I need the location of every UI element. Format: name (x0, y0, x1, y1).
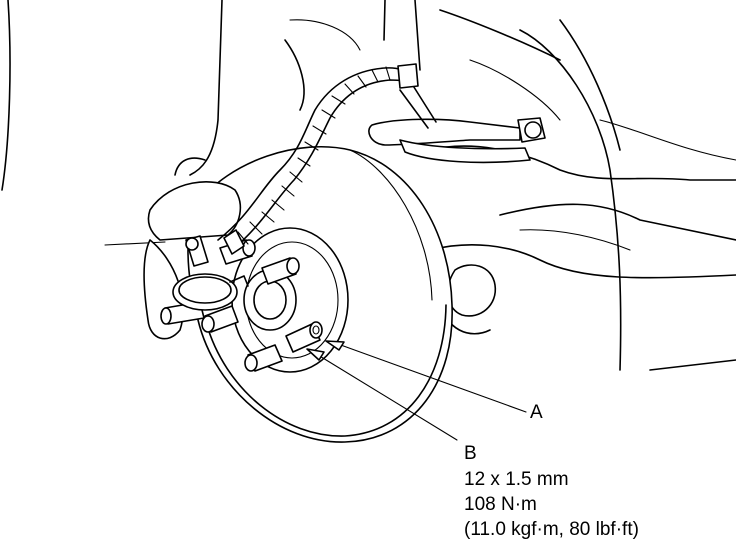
callout-b-size: 12 x 1.5 mm (464, 469, 569, 490)
stud-top (261, 257, 300, 285)
stud-right (285, 321, 323, 353)
leader-b (317, 354, 458, 441)
dial-indicator (160, 235, 249, 325)
callout-b-torque: 108 N·m (464, 494, 537, 515)
callout-b-letter: B (464, 443, 477, 464)
leader-a (337, 343, 527, 413)
callout-b-torque-alt: (11.0 kgf·m, 80 lbf·ft) (464, 519, 639, 540)
leader-b-arrowhead (306, 348, 325, 361)
callout-a-letter: A (530, 402, 543, 423)
suspension-background (1, 0, 736, 371)
leader-a-arrowhead (325, 340, 345, 351)
stud-left (201, 305, 239, 333)
locking-pliers (368, 83, 546, 164)
stud-bottom (244, 344, 283, 372)
leader-lines (306, 340, 527, 441)
flex-arm (217, 63, 419, 255)
